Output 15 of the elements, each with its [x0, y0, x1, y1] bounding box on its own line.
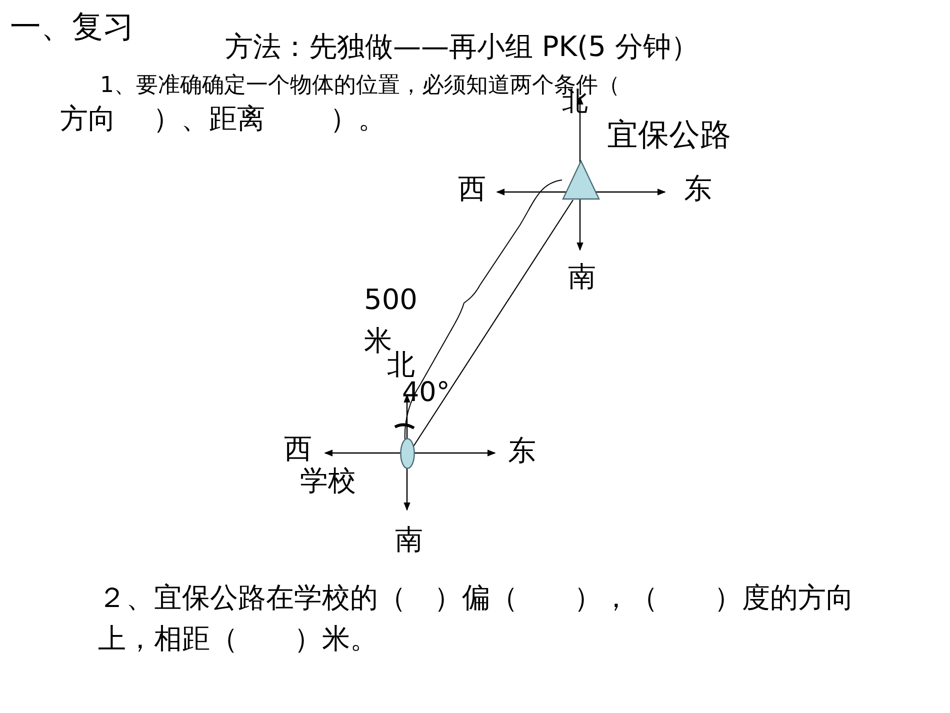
direction-label: 东: [684, 174, 712, 205]
section-heading: 一、复习: [10, 10, 134, 44]
question-text: 方向 ）、距离 ）。: [60, 104, 386, 135]
method-note: 方法：先独做——再小组 PK(5 分钟）: [225, 32, 699, 63]
place-label: 学校: [300, 466, 356, 497]
connector-line: [412, 200, 574, 448]
direction-label: 东: [508, 436, 536, 467]
triangle-marker: [562, 160, 600, 200]
direction-label: 南: [568, 262, 596, 293]
question-text: ２、宜保公路在学校的（ ）偏（ ），（ ）度的方向上，相距（ ）米。: [98, 580, 855, 657]
direction-label: 西: [458, 174, 486, 205]
direction-label: 南: [395, 525, 423, 556]
place-label: 宜保公路: [607, 118, 731, 152]
direction-label: 西: [284, 434, 312, 465]
ellipse-marker: [400, 438, 415, 469]
